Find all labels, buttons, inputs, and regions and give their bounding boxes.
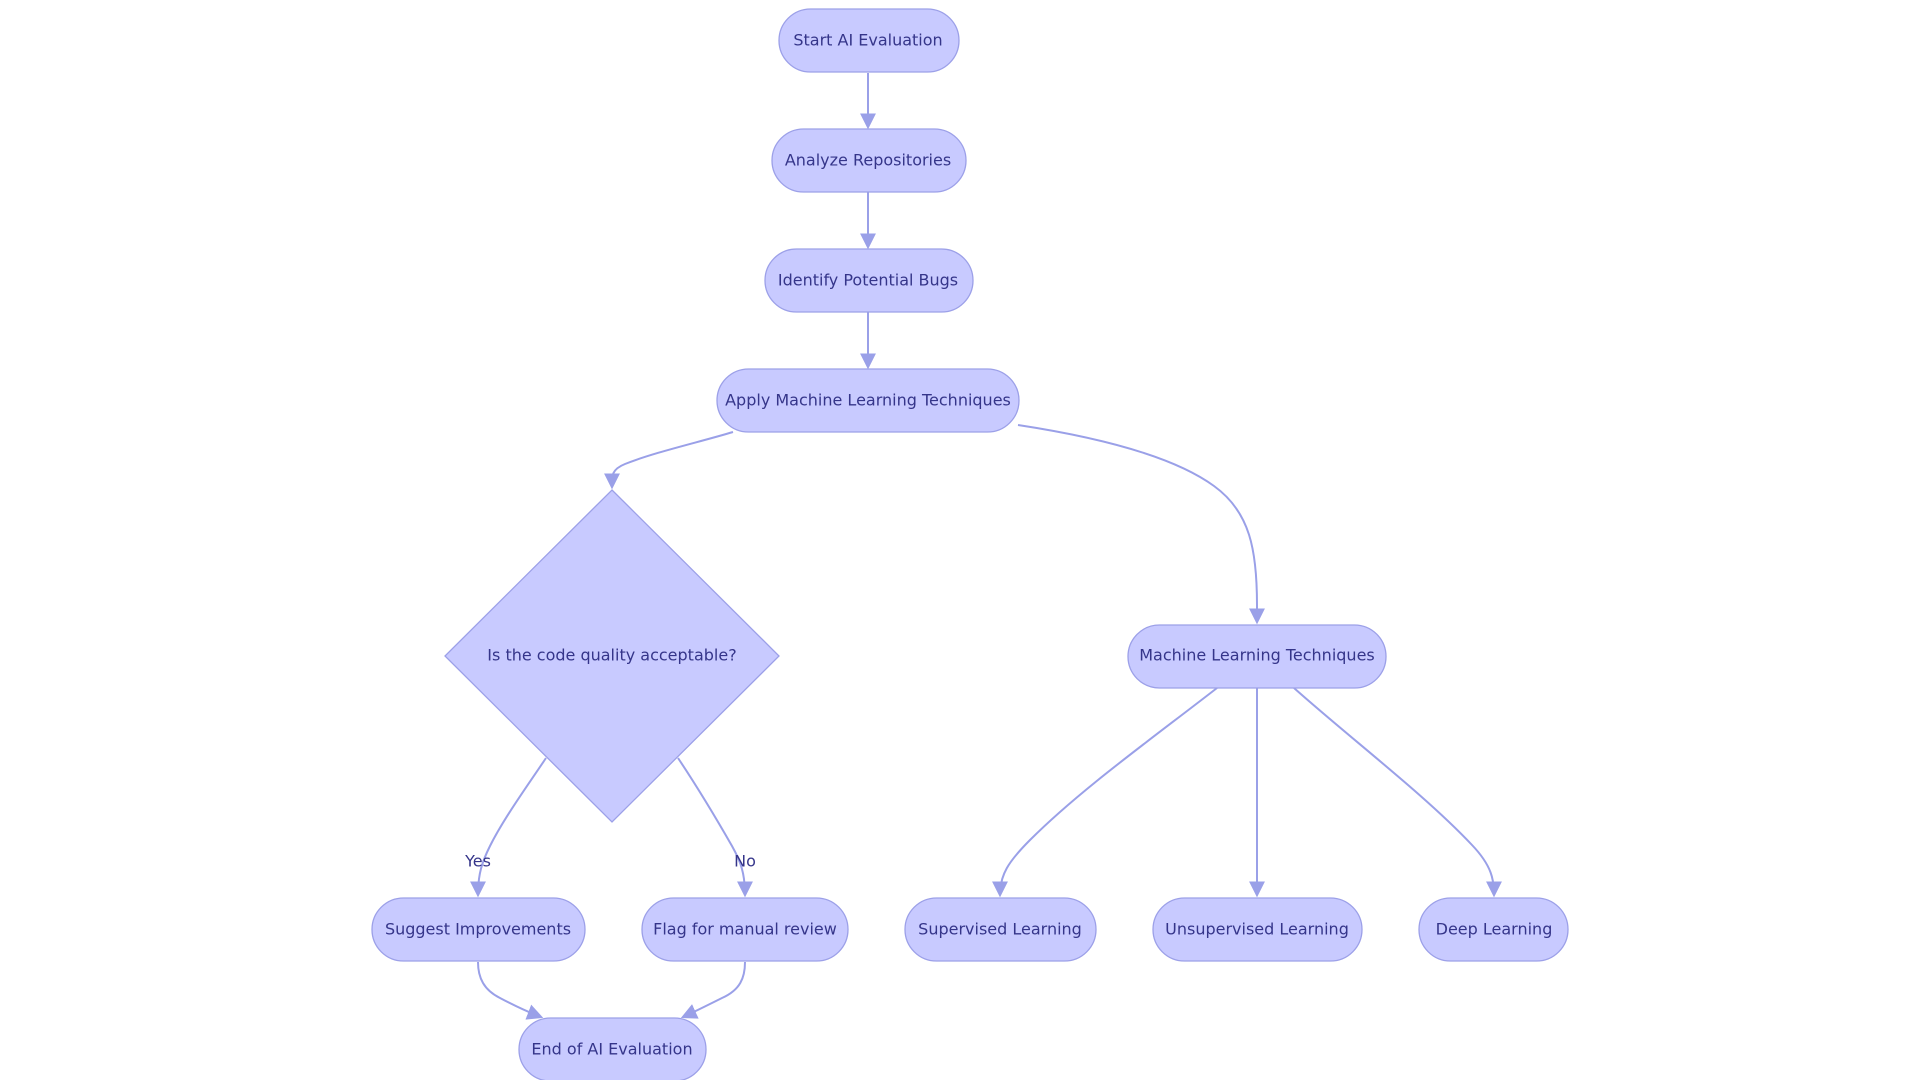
node-identify-shape [764,248,974,313]
node-analyze[interactable]: Analyze Repositories [771,128,967,193]
edge-decision-to-flag [677,757,753,898]
node-unsupervised[interactable]: Unsupervised Learning [1152,897,1363,962]
node-ml-techniques[interactable]: Machine Learning Techniques [1127,624,1387,689]
node-suggest[interactable]: Suggest Improvements [371,897,586,962]
node-unsupervised-shape [1152,897,1363,962]
node-start[interactable]: Start AI Evaluation [778,8,960,73]
node-analyze-label: Analyze Repositories [785,151,951,170]
node-suggest-label: Suggest Improvements [385,920,571,939]
node-decision[interactable]: Is the code quality acceptable? [444,489,780,823]
node-supervised[interactable]: Supervised Learning [904,897,1097,962]
node-suggest-shape [371,897,586,962]
node-identify-label: Identify Potential Bugs [778,271,958,290]
node-unsupervised-label: Unsupervised Learning [1165,920,1349,939]
edge-flag-to-end [680,961,746,1019]
edge-suggest-to-end [477,961,544,1020]
node-ml-techniques-label: Machine Learning Techniques [1139,646,1375,665]
edge-label-no: No [734,852,756,871]
node-apply-ml-label: Apply Machine Learning Techniques [725,391,1011,410]
node-deep-shape [1418,897,1569,962]
edges [470,73,1502,1020]
node-end-shape [518,1017,707,1080]
edge-apply-to-decision [603,431,734,490]
node-end-label: End of AI Evaluation [531,1040,692,1059]
edge-decision-to-suggest [470,757,547,898]
node-flag[interactable]: Flag for manual review [641,897,849,962]
node-start-label: Start AI Evaluation [793,31,942,50]
node-end[interactable]: End of AI Evaluation [518,1017,707,1080]
node-decision-label: Is the code quality acceptable? [487,646,736,665]
edge-mltechniques-to-supervised [992,687,1218,898]
node-start-shape [778,8,960,73]
node-analyze-shape [771,128,967,193]
edge-mltechniques-to-deep [1293,687,1502,898]
node-apply-ml[interactable]: Apply Machine Learning Techniques [716,368,1020,433]
edge-apply-to-mltechniques [1017,424,1265,625]
node-supervised-label: Supervised Learning [918,920,1082,939]
node-deep[interactable]: Deep Learning [1418,897,1569,962]
node-apply-ml-shape [716,368,1020,433]
edge-label-yes: Yes [464,852,491,871]
node-identify[interactable]: Identify Potential Bugs [764,248,974,313]
node-ml-techniques-shape [1127,624,1387,689]
node-flag-label: Flag for manual review [653,920,837,939]
node-flag-shape [641,897,849,962]
edge-labels: Yes No [464,852,756,871]
node-supervised-shape [904,897,1097,962]
node-decision-shape [444,489,780,823]
node-deep-label: Deep Learning [1436,920,1553,939]
